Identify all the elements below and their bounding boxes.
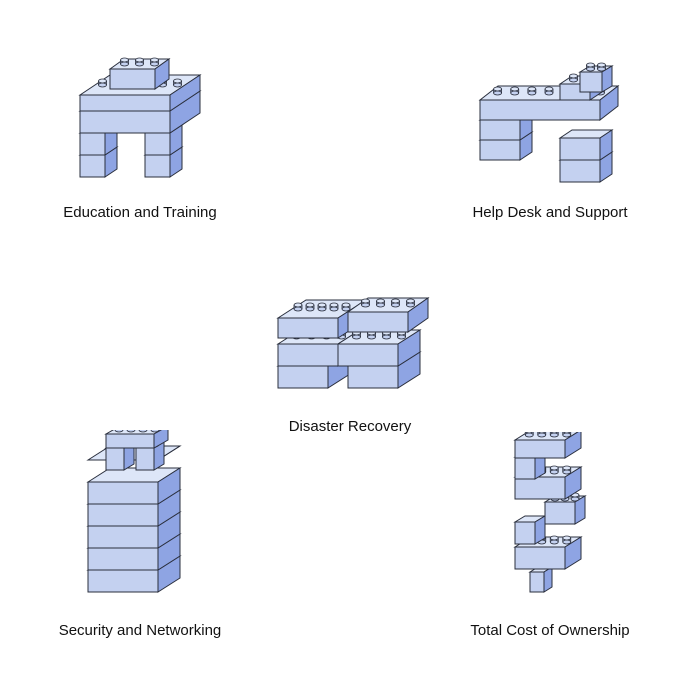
label-total-cost-of-ownership: Total Cost of Ownership	[470, 622, 630, 639]
lego-stud	[549, 535, 559, 545]
lego-stud	[114, 430, 124, 433]
lego-brick	[108, 57, 171, 90]
lego-stud	[562, 465, 572, 475]
lego-stud	[510, 86, 520, 96]
lego-stud	[173, 78, 182, 88]
lego-stud	[329, 302, 339, 312]
lego-padlock-bricks	[86, 430, 182, 593]
lego-stud	[562, 432, 572, 438]
lego-padlock-icon	[86, 430, 182, 593]
label-disaster-recovery: Disaster Recovery	[288, 418, 412, 435]
lego-stud	[537, 432, 547, 438]
lego-stud	[586, 62, 595, 72]
lego-stud	[597, 62, 606, 72]
lego-arch-icon	[78, 57, 202, 178]
lego-brick	[346, 297, 430, 333]
lego-stud	[126, 430, 136, 433]
lego-brick	[86, 467, 182, 505]
lego-stud	[341, 302, 351, 312]
lego-brick	[513, 515, 547, 545]
lego-brick	[578, 62, 614, 93]
lego-dog-icon	[478, 62, 620, 183]
lego-stud	[562, 535, 572, 545]
lego-x-icon	[276, 297, 430, 389]
lego-stud	[549, 465, 559, 475]
label-help-desk-and-support: Help Desk and Support	[472, 204, 628, 221]
lego-stud	[293, 302, 303, 312]
lego-stud	[135, 57, 144, 67]
lego-arch-bricks	[78, 57, 202, 178]
lego-stud	[391, 298, 400, 308]
lego-stud	[150, 57, 159, 67]
lego-stud	[150, 430, 160, 433]
label-education-and-training: Education and Training	[63, 204, 217, 221]
lego-stud	[317, 302, 327, 312]
lego-stud	[120, 57, 129, 67]
lego-stud	[376, 298, 385, 308]
lego-stud	[406, 298, 415, 308]
lego-dollar-icon	[513, 432, 587, 593]
lego-dog-bricks	[478, 62, 620, 183]
lego-stud	[305, 302, 315, 312]
lego-stud	[569, 73, 578, 83]
lego-stud	[138, 430, 148, 433]
lego-stud	[493, 86, 502, 96]
label-security-and-networking: Security and Networking	[58, 622, 222, 639]
lego-stud	[544, 86, 554, 96]
lego-brick	[513, 432, 582, 459]
lego-dollar-bricks	[513, 432, 587, 593]
lego-stud	[549, 432, 559, 438]
lego-x-bricks	[276, 297, 430, 389]
lego-brick	[528, 566, 554, 593]
lego-stud	[524, 432, 534, 438]
lego-stud	[98, 78, 107, 88]
lego-stud	[527, 86, 537, 96]
lego-brick	[104, 430, 169, 449]
lego-brick	[558, 129, 614, 161]
lego-stud	[361, 298, 370, 308]
